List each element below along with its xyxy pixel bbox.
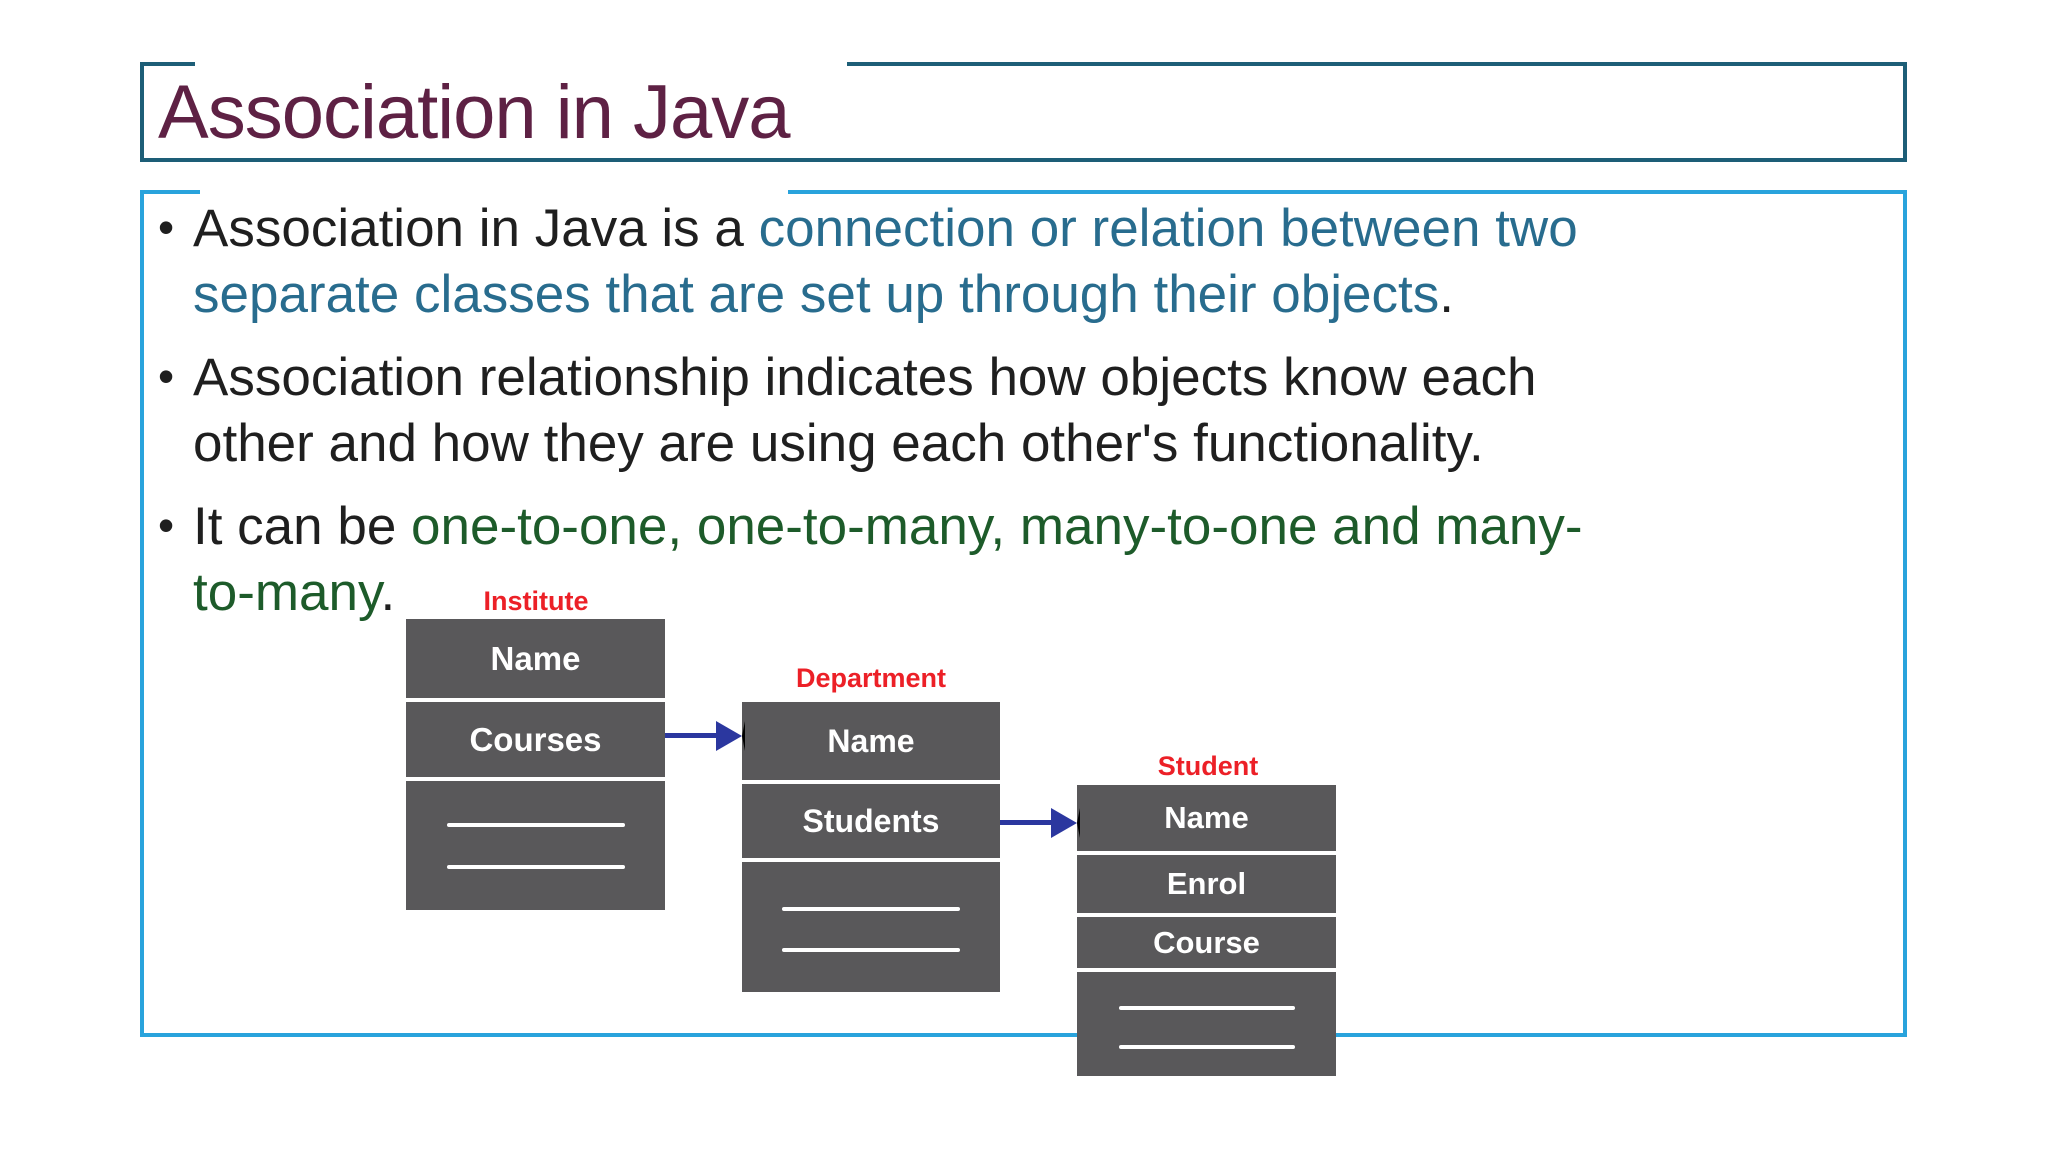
text-segment: separate classes that are set up through… [193,265,1440,324]
bullet-item: • Association relationship indicates how … [148,345,1888,477]
page-title: Association in Java [158,70,791,155]
title-box: Association in Java [140,60,1907,162]
text-segment: Association relationship indicates how o… [193,348,1537,407]
placeholder-line [1118,1045,1295,1049]
text-segment: Association in Java is a [193,199,759,258]
bullet-marker: • [158,201,175,253]
text-segment: . [380,563,396,622]
text-segment: to-many [193,563,381,622]
bullet-marker: • [158,499,175,551]
bullet-text-line: to-many. [193,560,1888,626]
bullet-text-line: separate classes that are set up through… [193,262,1888,328]
bullet-text-line: Association in Java is a connection or r… [193,196,1888,262]
text-segment: connection or relation between two [758,199,1578,258]
bullet-item: • Association in Java is a connection or … [148,196,1888,328]
bullet-text-line: It can be one-to-one, one-to-many, many-… [193,494,1888,560]
text-segment: It can be [193,497,412,556]
bullet-text-line: other and how they are using each other'… [193,411,1888,477]
content-box [140,188,1907,1037]
bullet-list: • Association in Java is a connection or … [148,196,1888,643]
title-border-gap [195,60,847,69]
bullet-text-line: Association relationship indicates how o… [193,345,1888,411]
text-segment: . [1439,265,1454,324]
text-segment: one-to-one, one-to-many, many-to-one and… [411,497,1583,556]
bullet-marker: • [158,350,175,402]
text-segment: other and how they are using each other'… [193,414,1484,473]
content-border-gap [200,188,788,197]
bullet-item: • It can be one-to-one, one-to-many, many… [148,494,1888,626]
